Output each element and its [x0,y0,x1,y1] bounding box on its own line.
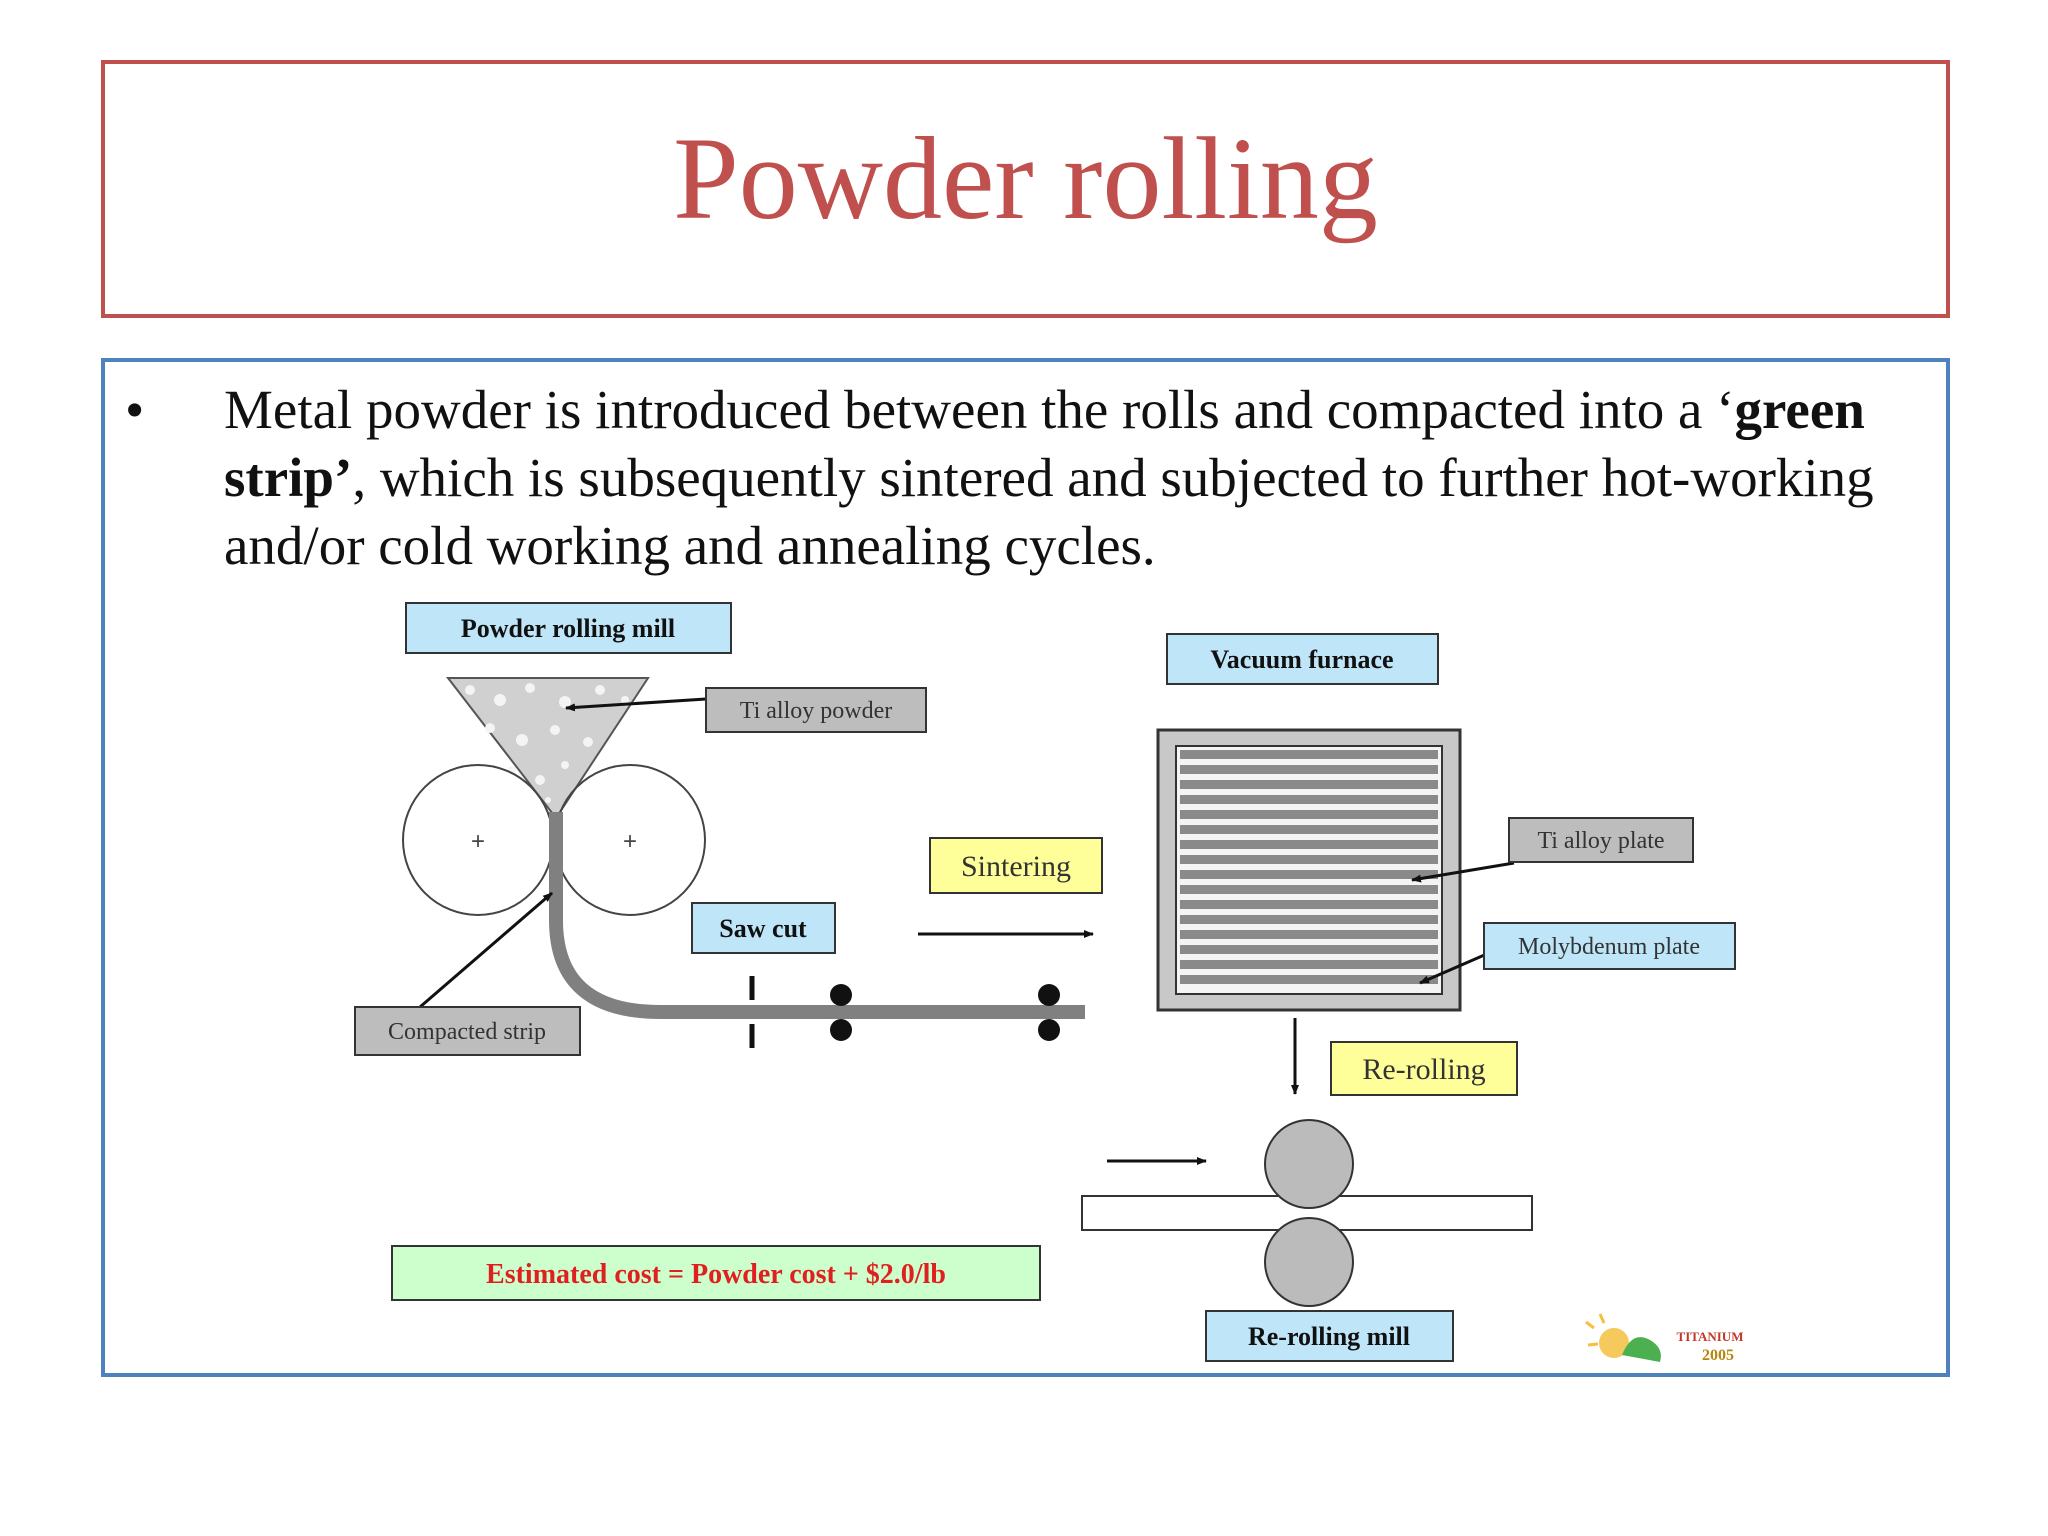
content-frame: • Metal powder is introduced between the… [101,358,1950,1377]
label-estimated-cost: Estimated cost = Powder cost + $2.0/lb [391,1245,1041,1301]
compacted-strip [549,812,1085,1019]
pinch-roll-pair-2 [1038,984,1060,1041]
titanium-2005-logo: TITANIUM 2005 [1585,1313,1744,1364]
vacuum-furnace [1156,728,1462,1012]
furnace-plate-stack [1180,750,1438,984]
label-ti-alloy-plate-text: Ti alloy plate [1537,828,1664,854]
pinch-roll-pair-1 [830,984,852,1041]
label-ti-alloy-plate: Ti alloy plate [1508,817,1694,863]
slide-title: Powder rolling [673,113,1378,244]
title-frame: Powder rolling [101,60,1950,318]
label-molybdenum-plate-text: Molybdenum plate [1518,934,1700,960]
strip-pointer-arrow [419,891,553,1009]
molybdenum-pointer-arrow [1419,951,1490,985]
svg-text:+: + [623,828,637,855]
label-sintering-text: Sintering [961,850,1071,883]
powder-hopper [445,677,650,820]
label-sintering: Sintering [929,837,1103,894]
label-compacted-strip-text: Compacted strip [388,1019,546,1045]
label-estimated-cost-text: Estimated cost = Powder cost + $2.0/lb [486,1259,946,1290]
powder-roll-left: + [402,764,554,916]
label-molybdenum-plate: Molybdenum plate [1483,922,1736,970]
bullet-text-part-2: , which is subsequently sintered and sub… [224,447,1874,576]
label-re-rolling: Re-rolling [1330,1041,1518,1096]
label-vacuum-furnace-text: Vacuum furnace [1210,645,1393,674]
ti-plate-pointer-arrow [1411,861,1515,883]
label-ti-alloy-powder: Ti alloy powder [705,687,927,733]
label-compacted-strip: Compacted strip [354,1006,581,1056]
label-ti-alloy-powder-text: Ti alloy powder [740,698,892,724]
bullet-text-part-1: Metal powder is introduced between the r… [224,379,1735,440]
label-powder-rolling-mill: Powder rolling mill [405,602,732,654]
bullet-paragraph: • Metal powder is introduced between the… [125,376,1945,580]
label-powder-rolling-mill-text: Powder rolling mill [461,614,675,643]
powder-pointer-arrow [565,697,707,712]
powder-roll-right: + [554,764,706,916]
bullet-bold-term: green strip’ [224,379,1865,508]
rerolling-mill [1081,1119,1533,1307]
label-saw-cut-text: Saw cut [719,914,807,943]
label-vacuum-furnace: Vacuum furnace [1166,633,1439,685]
bullet-symbol: • [125,379,145,440]
bullet-text: Metal powder is introduced between the r… [224,376,1945,580]
svg-text:+: + [471,828,485,855]
label-re-rolling-text: Re-rolling [1362,1053,1485,1086]
label-re-rolling-mill: Re-rolling mill [1205,1310,1454,1362]
logo-text-line-1: TITANIUM [1677,1329,1744,1344]
logo-text-line-2: 2005 [1702,1347,1734,1364]
label-re-rolling-mill-text: Re-rolling mill [1248,1322,1410,1351]
label-saw-cut: Saw cut [691,902,836,954]
